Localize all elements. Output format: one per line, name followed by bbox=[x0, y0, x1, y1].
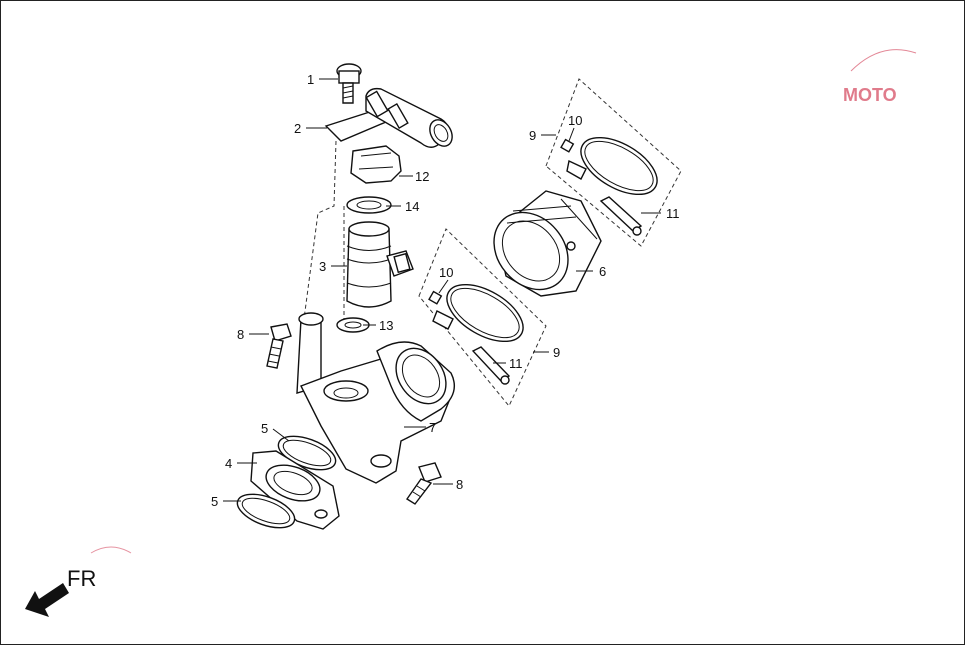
part-2-fuel-connector bbox=[324, 87, 453, 148]
part-14-o-ring bbox=[346, 196, 392, 214]
label-part-11-upper: 11 bbox=[666, 206, 680, 221]
label-part-8-upper: 8 bbox=[237, 327, 244, 342]
part-9-clamp-upper bbox=[566, 136, 658, 196]
label-part-3: 3 bbox=[319, 259, 326, 274]
label-part-13: 13 bbox=[379, 318, 393, 333]
watermark-text: MOTO bbox=[843, 85, 897, 105]
assembly-dash-link-left bbox=[303, 140, 337, 320]
label-part-10-lower: 10 bbox=[439, 265, 453, 280]
label-part-9-lower: 9 bbox=[553, 345, 560, 360]
watermark-logo-top: MOTO bbox=[843, 49, 917, 105]
part-7-intake-manifold bbox=[296, 312, 455, 484]
part-12-clip bbox=[350, 145, 402, 184]
label-part-14: 14 bbox=[405, 199, 419, 214]
part-8-bolt-lower bbox=[406, 462, 442, 505]
label-part-5-lower: 5 bbox=[211, 494, 218, 509]
part-9-clamp-lower bbox=[432, 283, 524, 343]
label-part-5-upper: 5 bbox=[261, 421, 268, 436]
front-arrow-icon bbox=[25, 583, 69, 617]
part-6-intake-boot bbox=[493, 190, 602, 297]
watermark-logo-bottom bbox=[90, 546, 132, 554]
label-part-7: 7 bbox=[429, 420, 436, 435]
part-5-gasket-lower bbox=[236, 493, 296, 529]
part-11-screw-upper bbox=[599, 196, 643, 236]
label-part-12: 12 bbox=[415, 169, 429, 184]
label-part-10-upper: 10 bbox=[568, 113, 582, 128]
part-10-nut-upper bbox=[560, 138, 575, 153]
clamp-group-outline-lower bbox=[418, 228, 547, 407]
leader-lines bbox=[223, 78, 661, 502]
part-8-bolt-upper bbox=[266, 323, 292, 369]
part-10-nut-lower bbox=[428, 290, 443, 305]
label-part-8-lower: 8 bbox=[456, 477, 463, 492]
label-part-1: 1 bbox=[307, 72, 314, 87]
part-4-insulator bbox=[250, 450, 340, 530]
part-1-bolt bbox=[336, 63, 362, 104]
label-part-11-lower: 11 bbox=[509, 356, 523, 371]
front-direction-indicator: FR bbox=[25, 566, 96, 617]
part-3-fuel-injector bbox=[346, 221, 414, 308]
label-part-6: 6 bbox=[599, 264, 606, 279]
label-part-9-upper: 9 bbox=[529, 128, 536, 143]
label-part-4: 4 bbox=[225, 456, 232, 471]
front-direction-label: FR bbox=[67, 566, 96, 591]
part-11-screw-lower bbox=[471, 346, 511, 385]
label-part-2: 2 bbox=[294, 121, 301, 136]
